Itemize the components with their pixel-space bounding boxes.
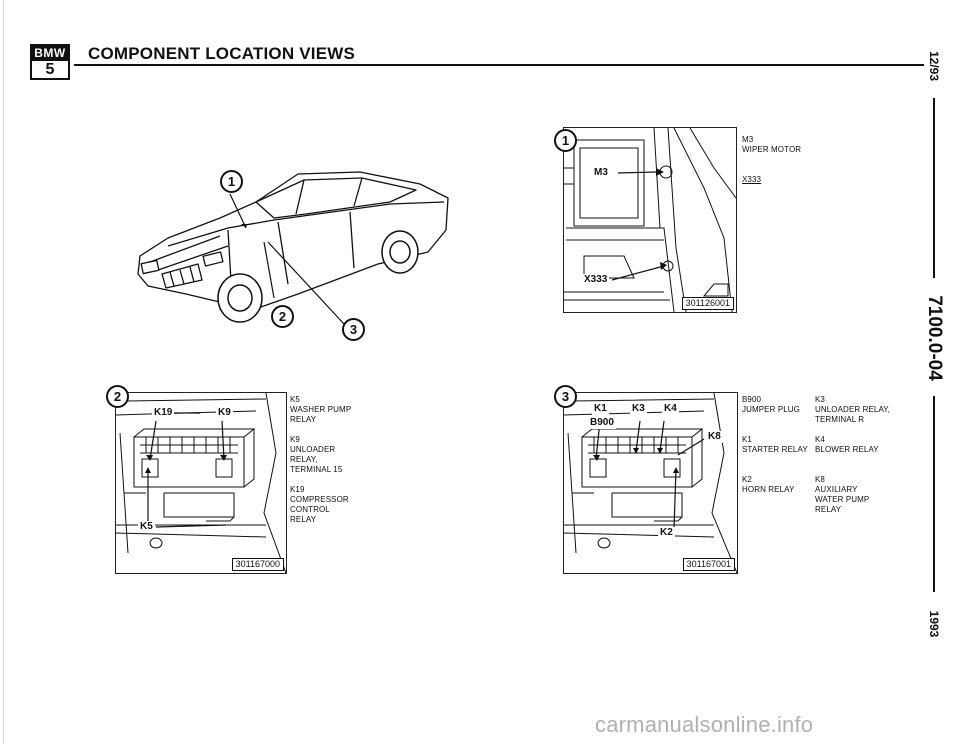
bmw-5-series-logo: BMW 5 (30, 44, 70, 80)
tag-k8: K8 (706, 431, 723, 443)
legend-desc-k8-line1: AUXILIARY (815, 485, 858, 494)
legend-desc-k9-line2: RELAY, (290, 455, 318, 464)
legend-code-x333: X333 (742, 175, 762, 184)
view-1-wiper-motor-photo: M3 X333 301126001 (563, 127, 737, 313)
publication-year: 1993 (927, 610, 941, 638)
legend-code-k19: K19 (290, 485, 305, 494)
view-2-callout: 2 (106, 385, 129, 408)
view-1-legend: M3 WIPER MOTOR X333 (742, 135, 801, 185)
part-number: 301126001 (681, 297, 734, 310)
legend-desc-k4: BLOWER RELAY (815, 445, 879, 454)
view-3-legend-left: B900 JUMPER PLUG K1 STARTER RELAY K2 HOR… (742, 395, 808, 495)
legend-desc-k9-line3: TERMINAL 15 (290, 465, 343, 474)
legend-desc-k2: HORN RELAY (742, 485, 795, 494)
view-3-legend-right: K3 UNLOADER RELAY, TERMINAL R K4 BLOWER … (815, 395, 890, 515)
legend-desc-k3-line2: TERMINAL R (815, 415, 865, 424)
tag-k1: K1 (592, 403, 609, 415)
side-rule-bottom (933, 396, 935, 592)
view-3-drawing (564, 393, 737, 573)
legend-desc-k3-line1: UNLOADER RELAY, (815, 405, 891, 414)
legend-code-m3: M3 (742, 135, 754, 144)
callout-3: 3 (342, 318, 365, 341)
car-overview-illustration (137, 171, 449, 325)
legend-code-k9: K9 (290, 435, 300, 444)
callout-1: 1 (220, 170, 243, 193)
section-number: 7100.0-04 (924, 295, 945, 381)
view-2-drawing (116, 393, 286, 573)
title-rule (74, 64, 924, 66)
tag-b900: B900 (588, 417, 616, 429)
legend-desc-k8-line3: RELAY (815, 505, 842, 514)
part-number: 301167000 (231, 558, 284, 571)
view-3-relay-box-photo: K1 K3 K4 B900 K8 K2 301167001 (563, 392, 738, 574)
tag-k19: K19 (152, 407, 175, 419)
legend-desc-k5-line1: WASHER PUMP (290, 405, 352, 414)
legend-desc-k19-line3: RELAY (290, 515, 317, 524)
legend-code-b900: B900 (742, 395, 762, 404)
site-watermark: carmanualsonline.info (595, 712, 814, 737)
callout-2: 2 (271, 305, 294, 328)
tag-k5: K5 (138, 521, 155, 533)
legend-desc-b900: JUMPER PLUG (742, 405, 800, 414)
tag-k4: K4 (662, 403, 679, 415)
view-3-callout: 3 (554, 385, 577, 408)
revision-date: 12/93 (927, 50, 941, 82)
legend-desc-k9-line1: UNLOADER (290, 445, 336, 454)
legend-code-k5: K5 (290, 395, 300, 404)
legend-code-k4: K4 (815, 435, 825, 444)
legend-code-k1: K1 (742, 435, 752, 444)
tag-k2: K2 (658, 527, 675, 539)
logo-series: 5 (45, 61, 55, 78)
page-title: COMPONENT LOCATION VIEWS (88, 44, 356, 63)
view-2-relay-box-photo: K19 K9 K5 301167000 (115, 392, 287, 574)
tag-k9: K9 (216, 407, 233, 419)
legend-code-k2: K2 (742, 475, 752, 484)
view-1-callout: 1 (554, 129, 577, 152)
legend-desc-k5-line2: RELAY (290, 415, 317, 424)
tag-k3: K3 (630, 403, 647, 415)
legend-desc-k19-line1: COMPRESSOR (290, 495, 349, 504)
scan-edge-line (3, 0, 4, 744)
logo-brand: BMW (32, 46, 68, 61)
legend-desc-k1: STARTER RELAY (742, 445, 808, 454)
side-margin: 12/93 7100.0-04 1993 (916, 0, 952, 744)
legend-code-k3: K3 (815, 395, 825, 404)
view-1-drawing (564, 128, 736, 312)
side-rule-top (933, 98, 935, 278)
part-number: 301167001 (682, 558, 735, 571)
tag-x333: X333 (582, 274, 610, 286)
view-2-legend: K5 WASHER PUMP RELAY K9 UNLOADER RELAY, … (290, 395, 351, 525)
legend-desc-k8-line2: WATER PUMP (815, 495, 870, 504)
tag-m3: M3 (592, 167, 610, 179)
legend-desc-m3: WIPER MOTOR (742, 145, 802, 154)
legend-code-k8: K8 (815, 475, 825, 484)
legend-desc-k19-line2: CONTROL (290, 505, 330, 514)
